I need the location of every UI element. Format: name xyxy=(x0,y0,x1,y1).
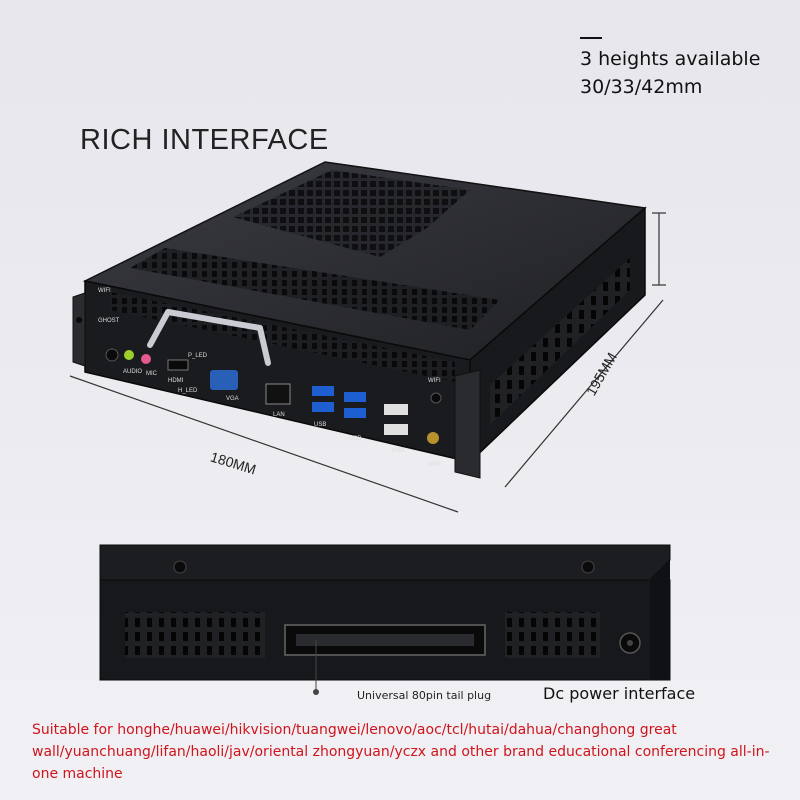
audio-jack xyxy=(124,350,134,360)
depth-dimension-line xyxy=(504,299,664,488)
port-label-hdmi: HDMI xyxy=(168,378,184,384)
tail-plug-label: Universal 80pin tail plug xyxy=(357,689,492,702)
port-label-h-led: H_LED xyxy=(178,388,198,394)
top-slot-band xyxy=(130,248,500,330)
port-label-wifi-antenna: WIFI xyxy=(428,462,441,468)
usb-port-1b xyxy=(312,402,334,412)
port-label-usb-3: USB xyxy=(392,448,404,454)
port-label-wifi-top: WIFI xyxy=(98,288,111,294)
carry-handle xyxy=(147,309,271,366)
divider-dash xyxy=(580,37,602,39)
width-dimension-line xyxy=(69,375,459,513)
lan-port xyxy=(265,383,291,405)
rear-screw-right xyxy=(581,560,595,574)
rear-vents-right xyxy=(505,612,600,658)
usb-port-2a xyxy=(344,392,366,402)
usb-port-3a xyxy=(384,404,408,415)
page-title: RICH INTERFACE xyxy=(80,124,329,156)
rear-screw-left xyxy=(173,560,187,574)
dc-power-jack-pin xyxy=(627,640,633,646)
port-label-usb-2: USB xyxy=(349,436,361,442)
port-label-audio: AUDIO xyxy=(123,369,142,375)
top-vent-grille xyxy=(233,170,470,257)
wifi-antenna-connector xyxy=(427,432,439,444)
compatibility-text: Suitable for honghe/huawei/hikvision/tua… xyxy=(32,722,770,782)
usb-port-3b xyxy=(384,424,408,435)
port-label-usb-1: USB xyxy=(314,422,326,428)
port-label-lan: LAN xyxy=(273,412,285,418)
port-label-vga: VGA xyxy=(226,396,239,402)
tail-plug-pins xyxy=(296,634,474,646)
power-button xyxy=(105,348,119,362)
heights-caption: 3 heights available xyxy=(580,48,761,70)
heights-values: 30/33/42mm xyxy=(580,76,703,98)
wifi-button xyxy=(430,392,442,404)
mic-jack xyxy=(141,354,151,364)
left-bracket xyxy=(72,292,86,367)
plug-leader-dot xyxy=(313,689,319,695)
usb-port-1a xyxy=(312,386,334,396)
port-label-wifi-right: WIFI xyxy=(428,378,441,384)
port-label-mic: MIC xyxy=(146,371,158,377)
hdmi-port xyxy=(167,359,189,371)
vga-port xyxy=(210,370,238,390)
right-bracket xyxy=(454,369,481,479)
left-bracket-screw xyxy=(76,317,82,323)
rear-right-edge xyxy=(650,560,670,680)
rear-vents-left xyxy=(125,612,265,658)
port-label-ghost: GHOST xyxy=(98,318,120,324)
dc-power-label: Dc power interface xyxy=(543,684,696,703)
side-vents xyxy=(490,258,630,425)
usb-port-2b xyxy=(344,408,366,418)
port-label-p-led: P_LED xyxy=(188,353,208,359)
